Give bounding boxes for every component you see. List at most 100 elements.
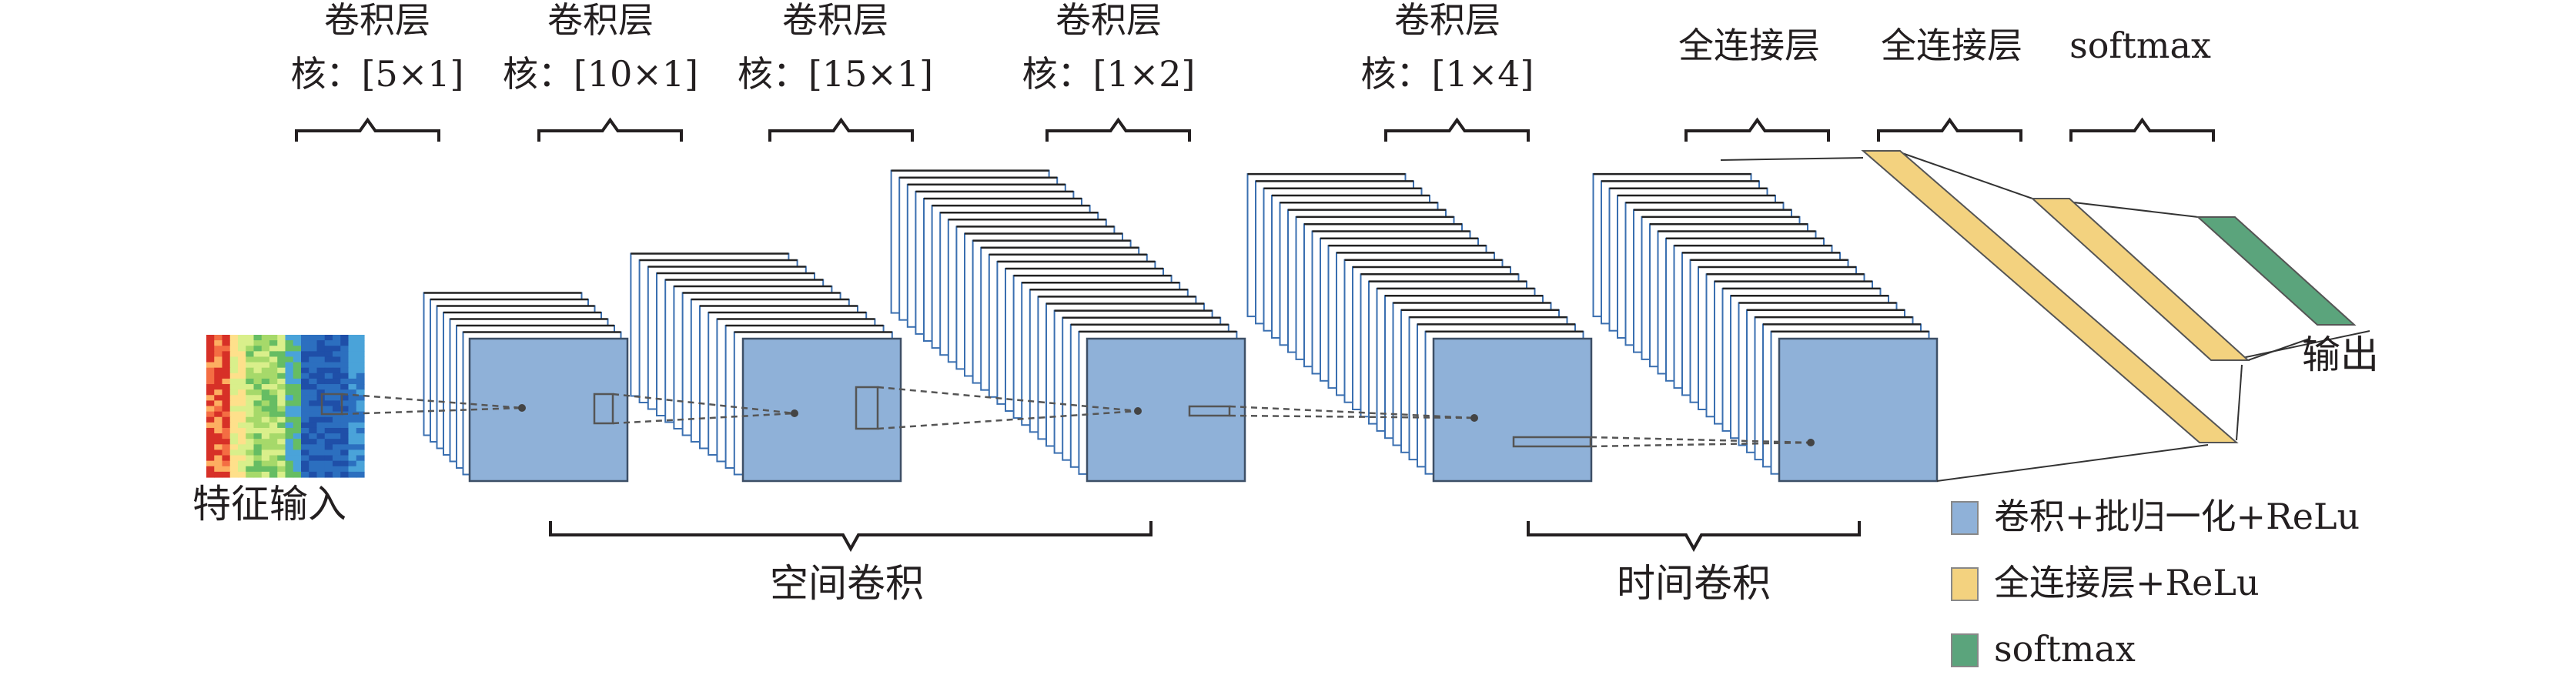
heatmap-cell: [238, 335, 246, 341]
heatmap-cell: [333, 416, 341, 423]
heatmap-cell: [269, 466, 278, 473]
heatmap-cell: [222, 340, 231, 346]
heatmap-cell: [229, 346, 239, 352]
heatmap-cell: [285, 346, 294, 352]
heatmap-cell: [301, 471, 309, 478]
heatmap-cell: [285, 449, 294, 456]
heatmap-cell: [333, 460, 341, 467]
dashed-connection: [1590, 441, 1812, 448]
heatmap-cell: [285, 460, 294, 467]
heatmap-cell: [238, 422, 246, 429]
receptive-point: [1807, 439, 1815, 446]
heatmap-cell: [293, 444, 302, 451]
heatmap-cell: [214, 378, 223, 385]
heatmap-cell: [301, 466, 309, 473]
heatmap-cell: [222, 389, 231, 396]
heatmap-cell: [340, 346, 350, 352]
heatmap-cell: [261, 389, 270, 396]
heatmap-cell: [206, 389, 215, 396]
heatmap-cell: [293, 356, 302, 363]
heatmap-cell: [277, 340, 286, 346]
conv-stack-5: [1592, 172, 1939, 483]
heatmap-cell: [269, 362, 278, 369]
heatmap-cell: [206, 455, 215, 462]
feature-map-front: [1778, 337, 1939, 483]
heatmap-cell: [348, 400, 357, 407]
heatmap-cell: [309, 389, 318, 396]
heatmap-cell: [301, 367, 309, 374]
heatmap-cell: [285, 356, 294, 363]
heatmap-cell: [222, 411, 231, 418]
heatmap-cell: [269, 395, 278, 401]
heatmap-cell: [324, 378, 333, 385]
heatmap-cell: [309, 340, 318, 346]
heatmap-cell: [229, 340, 239, 346]
heatmap-cell: [238, 384, 246, 390]
heatmap-cell: [261, 384, 270, 390]
heatmap-cell: [222, 395, 231, 401]
heatmap-cell: [206, 427, 215, 434]
heatmap-cell: [340, 389, 350, 396]
heatmap-cell: [301, 427, 309, 434]
heatmap-cell: [214, 411, 223, 418]
heatmap-cell: [246, 460, 255, 467]
heatmap-cell: [301, 411, 309, 418]
heatmap-cell: [324, 444, 333, 451]
heatmap-cell: [293, 389, 302, 396]
heatmap-cell: [238, 346, 246, 352]
heatmap-cell: [253, 422, 263, 429]
heatmap-cell: [356, 433, 365, 439]
conv-stack-2: [630, 252, 902, 483]
heatmap-cell: [238, 389, 246, 396]
heatmap-cell: [324, 389, 333, 396]
heatmap-cell: [238, 460, 246, 467]
heatmap-cell: [246, 439, 255, 445]
heatmap-cell: [356, 373, 365, 379]
heatmap-cell: [229, 373, 239, 379]
heatmap-cell: [214, 384, 223, 390]
heatmap-cell: [246, 427, 255, 434]
layer-4-type: 卷积层: [1055, 0, 1162, 41]
heatmap-cell: [309, 351, 318, 358]
heatmap-cell: [285, 427, 294, 434]
heatmap-cell: [214, 367, 223, 374]
heatmap-cell: [206, 460, 215, 467]
heatmap-cell: [356, 460, 365, 467]
heatmap-cell: [324, 346, 333, 352]
heatmap-cell: [277, 378, 286, 385]
conv-stack-4: [1246, 172, 1593, 483]
heatmap-cell: [269, 378, 278, 385]
heatmap-cell: [293, 395, 302, 401]
heatmap-cell: [246, 395, 255, 401]
heatmap-cell: [246, 406, 255, 413]
heatmap-cell: [348, 471, 357, 478]
heatmap-cell: [238, 449, 246, 456]
heatmap-cell: [261, 373, 270, 379]
heatmap-cell: [277, 444, 286, 451]
heatmap-cell: [269, 356, 278, 363]
heatmap-cell: [293, 422, 302, 429]
heatmap-cell: [356, 356, 365, 363]
dashed-connection: [877, 386, 1139, 413]
heatmap-cell: [340, 466, 350, 473]
heatmap-cell: [222, 449, 231, 456]
heatmap-cell: [324, 400, 333, 407]
heatmap-cell: [293, 367, 302, 374]
heatmap-cell: [348, 466, 357, 473]
heatmap-cell: [246, 449, 255, 456]
heatmap-cell: [340, 373, 350, 379]
heatmap-cell: [324, 395, 333, 401]
heatmap-cell: [333, 427, 341, 434]
heatmap-cell: [261, 433, 270, 439]
heatmap-cell: [309, 373, 318, 379]
heatmap-cell: [253, 367, 263, 374]
heatmap-cell: [238, 367, 246, 374]
top-brace-5: [1384, 117, 1530, 142]
heatmap-cell: [229, 416, 239, 423]
heatmap-cell: [253, 406, 263, 413]
heatmap-cell: [277, 422, 286, 429]
heatmap-cell: [238, 455, 246, 462]
heatmap-cell: [333, 439, 341, 445]
heatmap-cell: [261, 460, 270, 467]
heatmap-cell: [269, 346, 278, 352]
